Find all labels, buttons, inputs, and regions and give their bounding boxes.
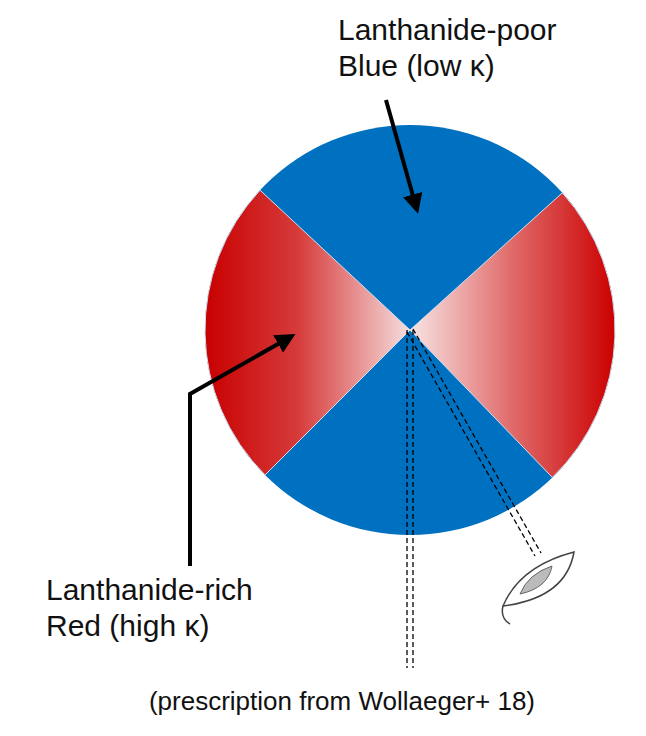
leader-arrow — [190, 336, 292, 566]
observer-eye — [502, 552, 574, 624]
red-wedge — [205, 190, 410, 475]
region-label: Lanthanide-poor Blue (low κ) — [338, 12, 588, 84]
red-wedge — [410, 193, 615, 478]
leader-arrow — [386, 100, 417, 210]
line-of-sight — [407, 329, 541, 668]
region-label: Lanthanide-rich Red (high κ) — [46, 572, 296, 644]
caption: (prescription from Wollaeger+ 18) — [149, 686, 535, 717]
